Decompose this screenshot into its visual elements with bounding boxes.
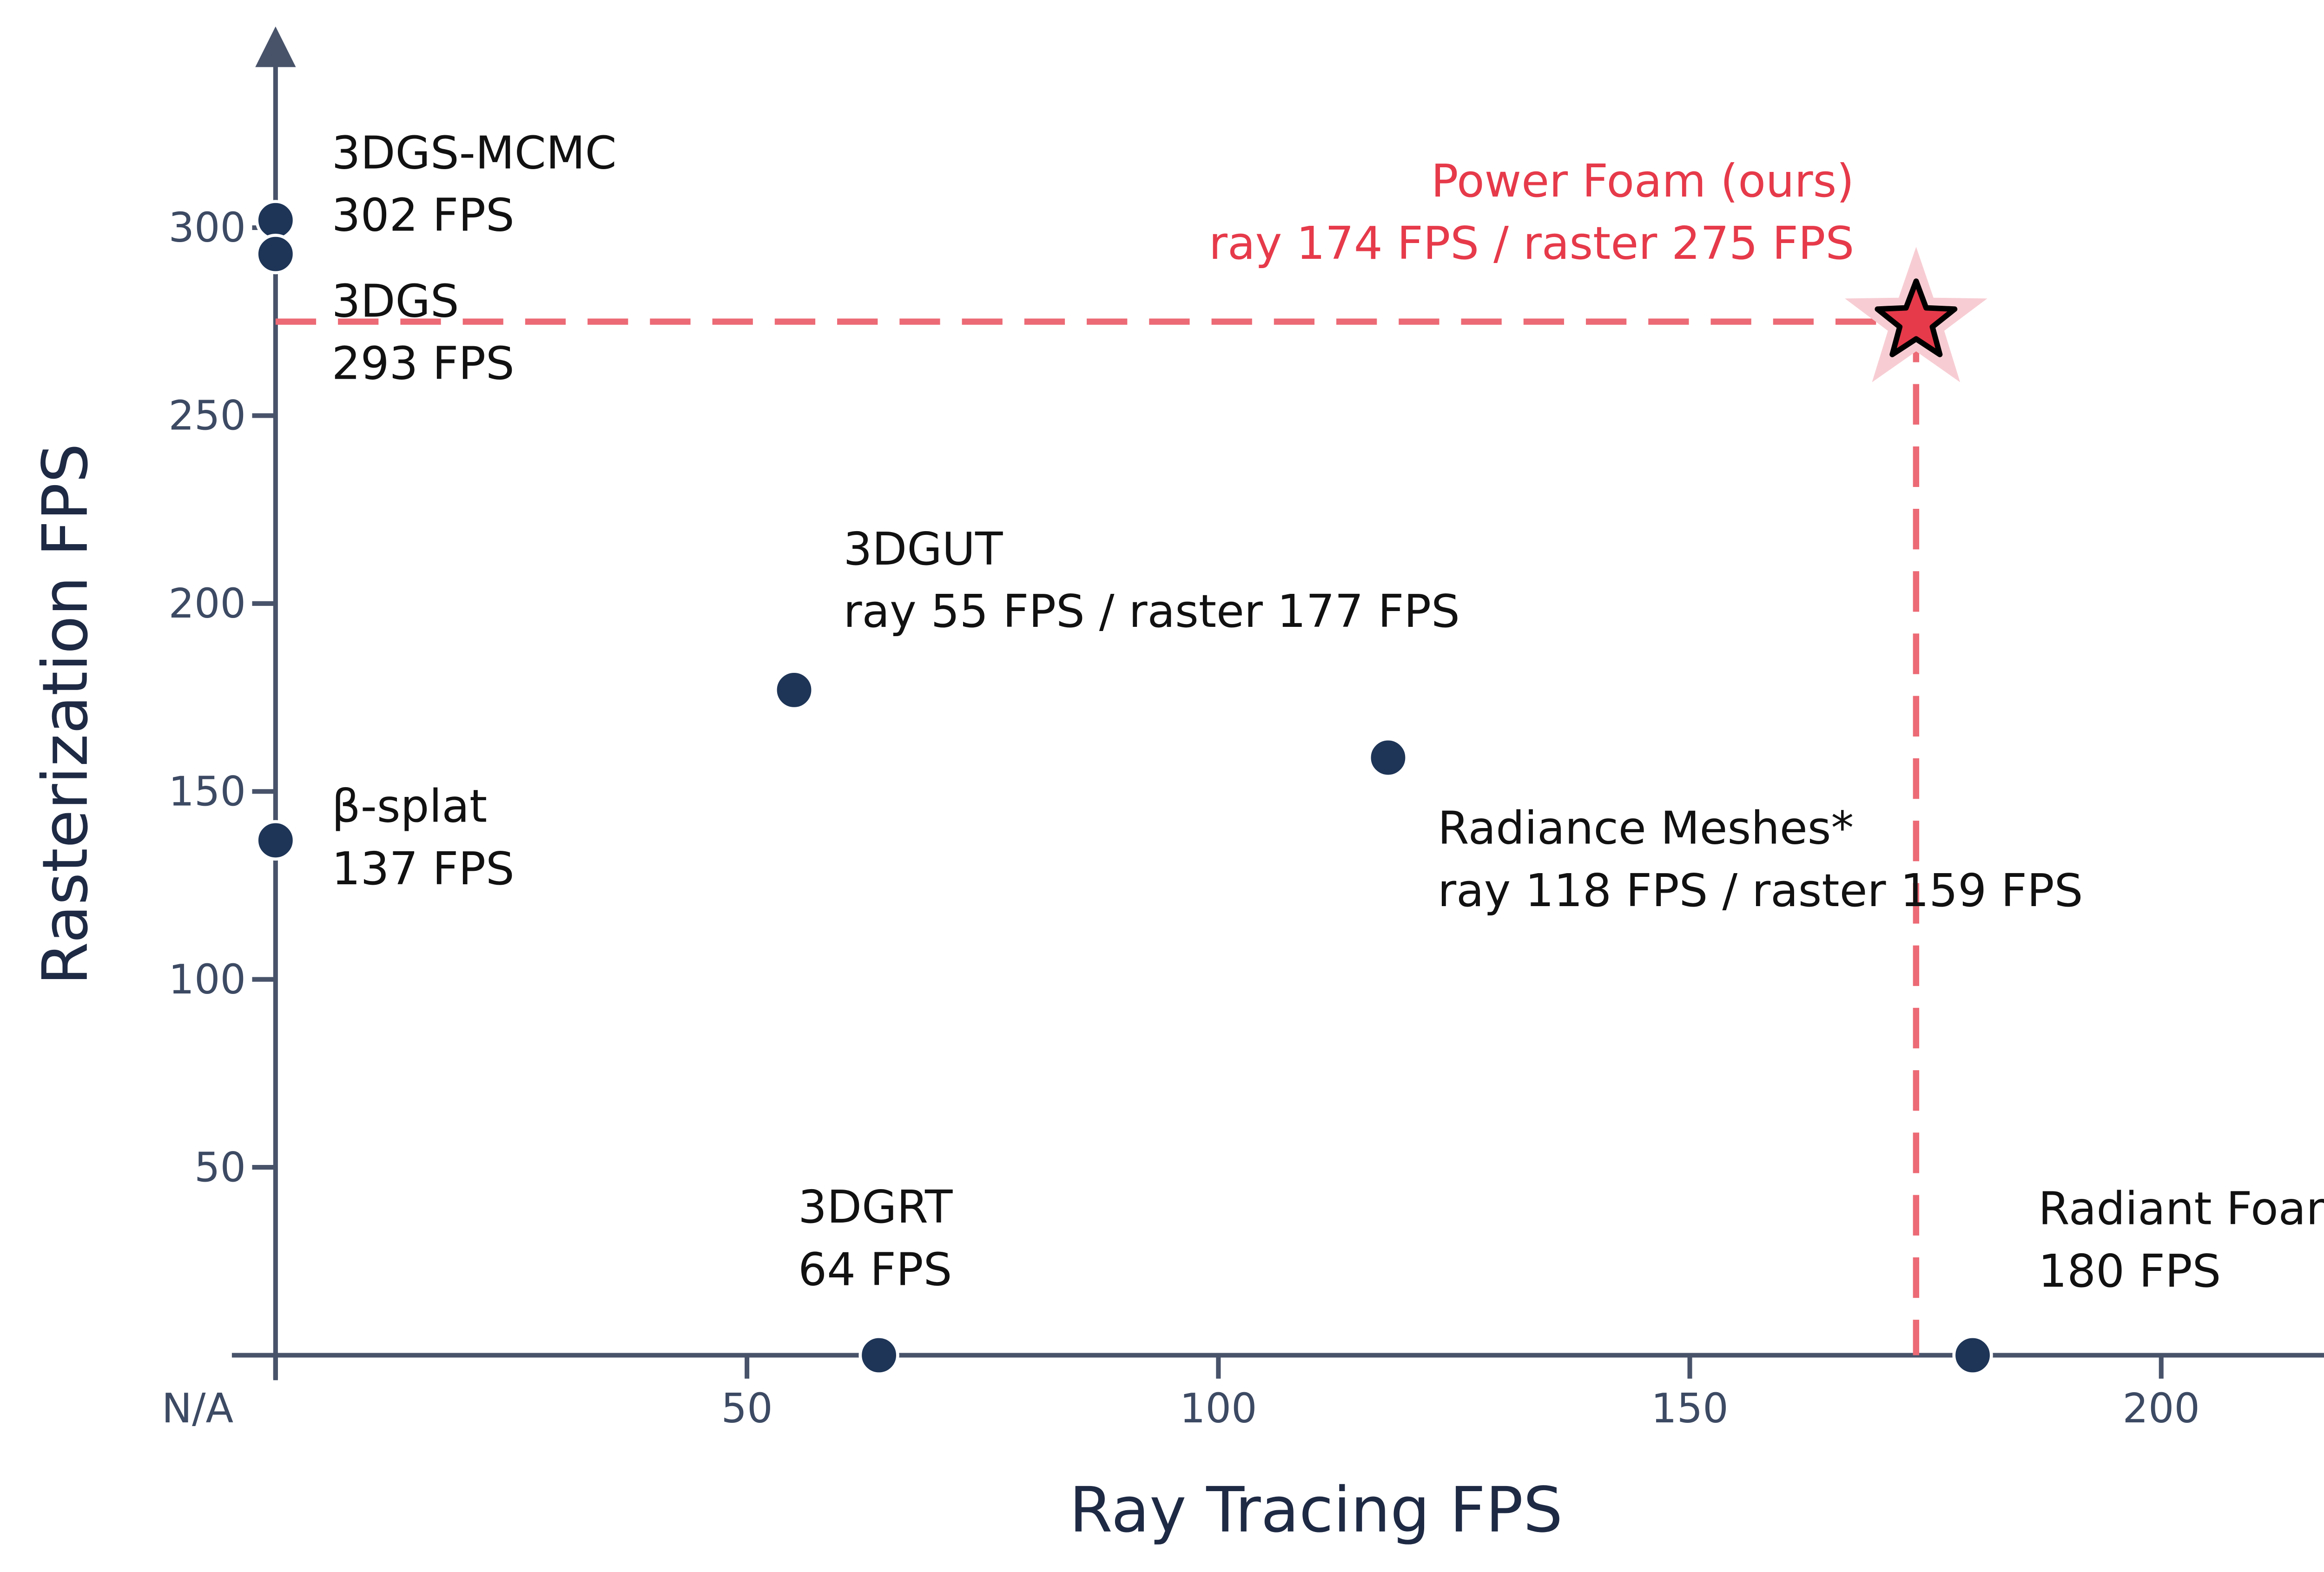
data-point: [255, 820, 296, 861]
data-point: [255, 200, 296, 241]
point-label: 180 FPS: [2038, 1245, 2221, 1297]
y-tick-label: 200: [169, 580, 246, 627]
point-label: Radiance Meshes*: [1438, 802, 1854, 855]
axes: N/A 50 100 150 200 50 100 150 200 250 300: [162, 26, 2324, 1432]
points: [255, 200, 1993, 1376]
point-label: 3DGS: [332, 275, 459, 327]
point-label: 3DGRT: [798, 1181, 953, 1233]
point-label: Radiant Foam: [2038, 1183, 2324, 1235]
x-tick-label: 100: [1180, 1385, 1257, 1432]
y-tick-label: 100: [169, 956, 246, 1003]
data-point: [1952, 1335, 1993, 1376]
point-label: 293 FPS: [332, 337, 515, 390]
point-label: 3DGS-MCMC: [332, 126, 617, 179]
star-marker-icon: [1875, 278, 1958, 357]
x-tick-label: 150: [1651, 1385, 1729, 1432]
y-tick-label: 150: [169, 768, 246, 815]
x-tick-label: N/A: [162, 1385, 233, 1432]
point-label: β-splat: [332, 780, 488, 833]
y-axis-arrow: [255, 26, 296, 67]
point-label: 64 FPS: [798, 1243, 952, 1296]
data-point: [1367, 737, 1409, 778]
point-label: ray 55 FPS / raster 177 FPS: [843, 585, 1459, 638]
point-label: ray 118 FPS / raster 159 FPS: [1438, 864, 2083, 917]
highlight-label: ray 174 FPS / raster 275 FPS: [1209, 217, 1854, 270]
x-tick-label: 50: [721, 1385, 773, 1432]
highlight-label: Power Foam (ours): [1431, 155, 1854, 207]
y-tick-label: 250: [169, 392, 246, 440]
y-tick-label: 50: [194, 1144, 246, 1191]
data-point: [858, 1335, 899, 1376]
guide-lines: [275, 318, 1920, 1355]
x-tick-label: 200: [2122, 1385, 2200, 1432]
point-label: 302 FPS: [332, 189, 515, 242]
point-label: 137 FPS: [332, 842, 515, 895]
y-axis-title: Rasterization FPS: [29, 443, 102, 985]
data-point: [773, 670, 815, 710]
point-labels: 3DGS-MCMC 302 FPS 3DGS 293 FPS β-splat 137 FP…: [332, 126, 2324, 1297]
point-label: 3DGUT: [843, 523, 1003, 575]
data-point: [255, 233, 296, 275]
x-axis-title: Ray Tracing FPS: [1069, 1473, 1563, 1546]
y-tick-label: 300: [169, 204, 246, 251]
